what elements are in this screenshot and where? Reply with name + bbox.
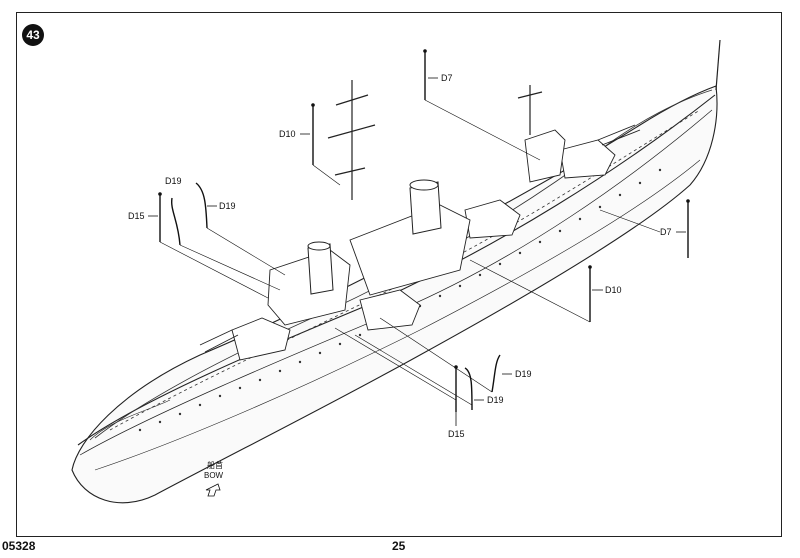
product-code: 05328 xyxy=(2,539,36,553)
part-d7-top[interactable]: D7 xyxy=(423,49,541,161)
part-d19-a[interactable]: D19 xyxy=(165,176,182,246)
bow-label-chinese: 船首 xyxy=(207,460,223,470)
part-label-d7-right: D7 xyxy=(660,227,672,237)
funnels xyxy=(307,179,442,295)
part-d7-right[interactable]: D7 xyxy=(599,199,690,258)
part-d19-c[interactable]: D19 xyxy=(491,354,532,393)
bow-indicator: 船首 BOW xyxy=(204,460,224,497)
part-d15-left[interactable]: D15 xyxy=(128,192,162,242)
leader-lines-left xyxy=(159,227,286,299)
part-d10-right[interactable]: D10 xyxy=(469,259,622,323)
step-number-badge: 43 xyxy=(22,24,44,46)
part-d19-b[interactable]: D19 xyxy=(195,182,236,229)
bow-label-english: BOW xyxy=(204,471,224,480)
part-label-d7-top: D7 xyxy=(441,73,453,83)
part-label-d15-bottom: D15 xyxy=(448,429,465,439)
bow-arrow-icon xyxy=(205,483,221,497)
part-label-d10-right: D10 xyxy=(605,285,622,295)
part-label-d19-b: D19 xyxy=(219,201,236,211)
page-number: 25 xyxy=(392,539,406,553)
part-label-d19-c: D19 xyxy=(515,369,532,379)
gun-turrets xyxy=(199,124,641,361)
part-d19-d[interactable]: D19 xyxy=(464,367,504,411)
page-frame xyxy=(16,12,782,537)
masts xyxy=(327,39,721,200)
portholes xyxy=(138,168,662,432)
part-label-d15-left: D15 xyxy=(128,211,145,221)
part-d15-bottom[interactable]: D15 xyxy=(448,365,465,439)
part-label-d10-top: D10 xyxy=(279,129,296,139)
leader-lines-bottom xyxy=(334,317,493,406)
part-d10-top[interactable]: D10 xyxy=(279,103,341,186)
part-label-d19-d: D19 xyxy=(487,395,504,405)
part-label-d19-a: D19 xyxy=(165,176,182,186)
